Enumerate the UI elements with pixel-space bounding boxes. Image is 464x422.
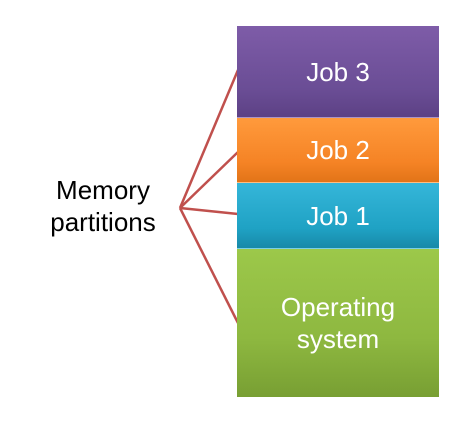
memory-partitions-label: Memory partitions xyxy=(28,174,178,238)
label-line-2: partitions xyxy=(50,207,156,237)
label-line-1: Memory xyxy=(56,175,150,205)
partition-job-3: Job 3 xyxy=(237,26,439,118)
partition-job-2-label: Job 2 xyxy=(306,135,370,165)
connector-line-job2 xyxy=(179,151,239,209)
partition-operating-system: Operating system xyxy=(237,249,439,397)
partition-os-line-2: system xyxy=(296,324,380,354)
partition-os-line-1: Operating xyxy=(280,292,396,322)
partition-job-1: Job 1 xyxy=(237,183,439,249)
connector-line-job3 xyxy=(178,69,240,209)
connector-line-job1 xyxy=(179,206,239,216)
partition-job-2: Job 2 xyxy=(237,118,439,183)
partition-os-label: Operating system xyxy=(281,291,395,355)
partition-job-3-label: Job 3 xyxy=(306,56,370,87)
connector-line-os xyxy=(178,207,240,324)
partition-job-1-label: Job 1 xyxy=(306,200,370,231)
